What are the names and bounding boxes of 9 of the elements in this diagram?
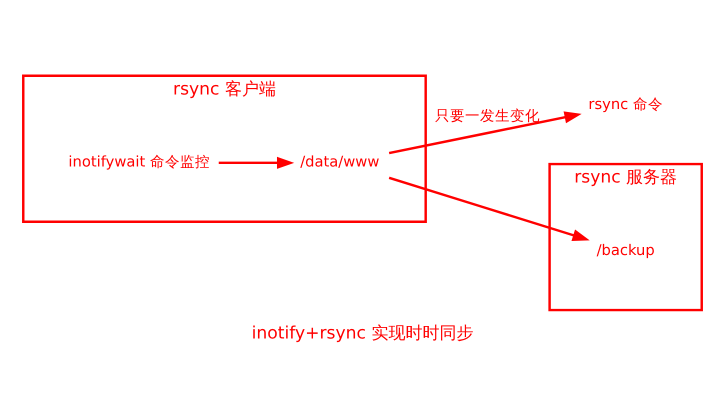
node-text: inotifywait 命令监控 <box>68 153 210 170</box>
node-text: /backup <box>596 241 655 258</box>
arrow <box>388 176 590 240</box>
arrow <box>218 156 294 168</box>
arrow <box>388 110 582 154</box>
node-text: /data/www <box>300 153 380 170</box>
edge-label: 只要一发生变化 <box>435 107 540 124</box>
node-text: rsync 命令 <box>588 95 663 112</box>
caption: inotify+rsync 实现时时同步 <box>252 323 474 344</box>
